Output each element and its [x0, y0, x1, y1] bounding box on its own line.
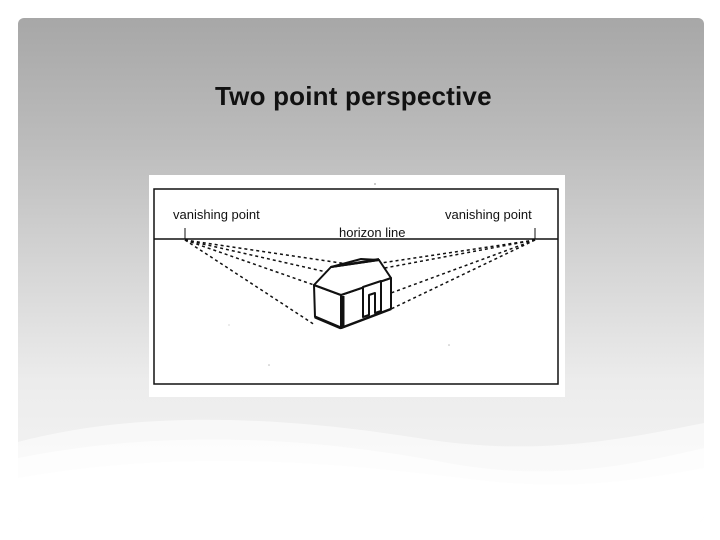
left-vanishing-point-label: vanishing point	[173, 207, 260, 222]
right-construction-lines	[360, 239, 536, 310]
slide: Two point perspective	[18, 18, 704, 522]
left-construction-lines	[184, 239, 362, 326]
scan-noise	[228, 183, 450, 366]
horizon-line-label: horizon line	[339, 225, 406, 240]
right-vanishing-point-label: vanishing point	[445, 207, 532, 222]
wave-decoration	[18, 419, 704, 522]
diagram-frame	[153, 188, 559, 385]
slide-title: Two point perspective	[215, 81, 492, 111]
perspective-diagram: vanishing point vanishing point horizon …	[149, 175, 565, 397]
house-drawing	[313, 258, 392, 330]
